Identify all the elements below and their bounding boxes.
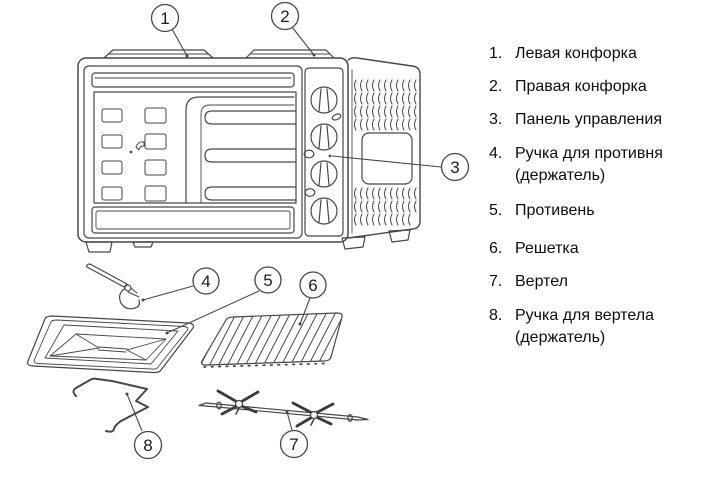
oven-feet xyxy=(85,229,411,253)
callout-4-number: 4 xyxy=(201,272,210,291)
legend-item-label: Правая конфорка xyxy=(515,78,647,95)
callout-6: 6 xyxy=(298,271,327,326)
oven-door xyxy=(83,65,303,239)
legend-item-label: Ручка для вертела xyxy=(515,307,654,324)
legend-item-8: 8. Ручка для вертела (держатель) xyxy=(489,305,654,349)
oven-drawing xyxy=(77,49,421,253)
legend-item-number: 2. xyxy=(489,78,503,95)
legend-item-label: Левая конфорка xyxy=(515,45,637,62)
legend-item-number: 5. xyxy=(489,202,503,219)
legend-item-number: 1. xyxy=(489,45,503,62)
callout-4: 4 xyxy=(141,267,220,302)
spit-fork-right xyxy=(291,401,335,428)
callout-8-number: 8 xyxy=(143,436,152,455)
legend-item-3: 3. Панель управления xyxy=(489,109,662,131)
rack-supports xyxy=(101,107,167,202)
callout-5-number: 5 xyxy=(263,271,272,290)
side-vents-top xyxy=(354,79,417,131)
knob-1 xyxy=(310,86,338,114)
legend-item-number: 7. xyxy=(489,273,503,290)
callout-2-number: 2 xyxy=(280,7,289,26)
accessories xyxy=(26,263,369,433)
tray-handle xyxy=(86,263,141,310)
rotisserie-spit xyxy=(198,389,369,428)
legend-item-number: 8. xyxy=(489,307,503,324)
spit-fork-left xyxy=(216,389,260,416)
indicator-light-1 xyxy=(331,113,342,121)
left-burner-plate xyxy=(103,49,214,59)
knob-3 xyxy=(310,160,338,188)
legend-item-2: 2. Правая конфорка xyxy=(489,76,647,98)
door-handle xyxy=(91,72,295,88)
callout-1: 1 xyxy=(150,3,189,58)
legend-item-label: Противень xyxy=(515,202,595,219)
indicator-light-2 xyxy=(303,149,315,159)
baking-tray xyxy=(26,315,195,374)
legend-item-label2: (держатель) xyxy=(515,167,606,184)
legend-item-label: Ручка для противня xyxy=(515,145,663,162)
callout-1-number: 1 xyxy=(160,9,169,28)
callout-5: 5 xyxy=(165,266,282,335)
legend-item-5: 5. Противень xyxy=(489,200,595,222)
callout-3-number: 3 xyxy=(450,158,459,177)
knob-2 xyxy=(310,123,338,151)
spit-handle xyxy=(72,377,149,433)
callout-3: 3 xyxy=(331,152,470,182)
legend-item-label2: (держатель) xyxy=(515,329,606,346)
legend-item-number: 4. xyxy=(489,145,503,162)
heating-elements xyxy=(185,96,297,204)
callout-6-number: 6 xyxy=(308,276,317,295)
callout-7: 7 xyxy=(279,410,309,459)
legend-item-label: Решетка xyxy=(515,240,579,257)
legend-item-number: 6. xyxy=(489,240,503,257)
callout-2: 2 xyxy=(270,1,316,57)
legend-item-6: 6. Решетка xyxy=(489,238,579,260)
callout-7-number: 7 xyxy=(289,435,298,454)
callouts: 1 2 3 4 5 xyxy=(125,1,470,460)
interior-mark xyxy=(135,141,145,151)
legend-item-label: Панель управления xyxy=(515,111,662,128)
legend-item-1: 1. Левая конфорка xyxy=(489,43,637,65)
legend-item-label: Вертел xyxy=(515,273,568,290)
right-burner-plate xyxy=(245,49,335,59)
wire-rack xyxy=(200,312,343,368)
control-panel xyxy=(303,67,344,237)
side-plate xyxy=(361,132,413,185)
legend-item-7: 7. Вертел xyxy=(489,271,568,293)
callout-8: 8 xyxy=(125,392,163,460)
indicator-light-3 xyxy=(304,188,316,197)
door-window xyxy=(93,91,297,204)
oven-parts-diagram: 1 2 3 4 5 xyxy=(26,1,470,460)
oven-side-panel xyxy=(347,57,421,239)
knob-4 xyxy=(310,197,338,225)
oven-front-panel xyxy=(77,57,349,243)
legend-item-4: 4. Ручка для противня (держатель) xyxy=(489,143,663,187)
legend-item-number: 3. xyxy=(489,111,503,128)
side-vents-bottom xyxy=(354,187,417,226)
